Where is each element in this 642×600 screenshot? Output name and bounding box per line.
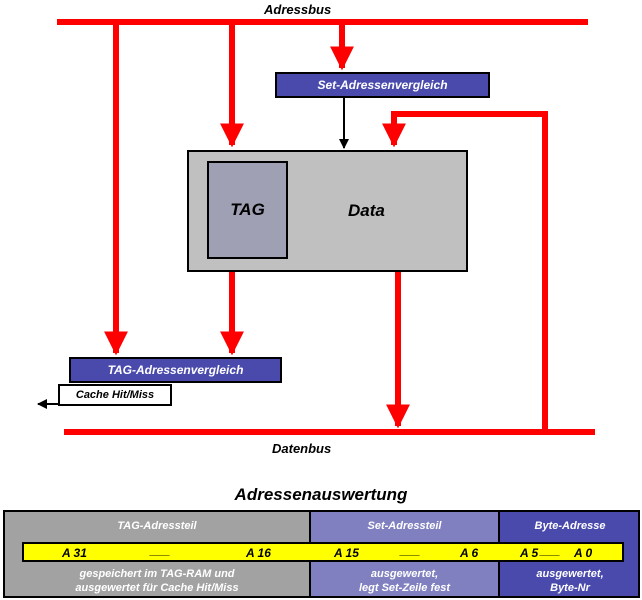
byte-desc-line1: ausgewertet, <box>536 568 604 580</box>
tag-box: TAG <box>207 161 288 259</box>
set-desc-line1: ausgewertet, <box>370 568 439 580</box>
bit-a15: A 15 <box>334 546 359 560</box>
byte-section-desc: ausgewertet, Byte-Nr <box>500 567 638 595</box>
cache-hit-miss-box: Cache Hit/Miss <box>58 384 172 406</box>
tag-label: TAG <box>230 200 265 219</box>
tag-section-desc: gespeichert im TAG-RAM und ausgewertet f… <box>5 567 309 595</box>
arrow-bus-to-data <box>382 111 548 432</box>
data-bus-label: Datenbus <box>272 441 332 456</box>
set-address-compare-label: Set-Adressenvergleich <box>317 78 448 92</box>
tag-desc-line1: gespeichert im TAG-RAM und <box>79 568 235 580</box>
bit-a31: A 31 <box>62 546 87 560</box>
data-label: Data <box>348 201 385 220</box>
bit-range-dash-set: ___ <box>400 543 421 557</box>
byte-section-head: Byte-Adresse <box>534 520 606 532</box>
set-section-desc: ausgewertet, legt Set-Zeile fest <box>311 567 498 595</box>
address-bus-label: Adressbus <box>264 2 332 17</box>
byte-desc-line2: Byte-Nr <box>550 582 590 594</box>
set-address-compare-box: Set-Adressenvergleich <box>275 72 490 98</box>
tag-address-compare-label: TAG-Adressenvergleich <box>107 363 244 377</box>
bit-a0: A 0 <box>574 546 593 560</box>
cache-hit-miss-label: Cache Hit/Miss <box>75 389 155 401</box>
address-bit-bar: A 31 ___ A 16 A 15 ___ A 6 A 5 ___ A 0 <box>22 542 624 562</box>
bit-a5: A 5 <box>520 546 539 560</box>
section-title: Adressenauswertung <box>234 485 408 504</box>
bit-a6: A 6 <box>460 546 479 560</box>
tag-section-head: TAG-Adressteil <box>117 520 197 532</box>
set-desc-line2: legt Set-Zeile fest <box>358 582 451 594</box>
bit-range-dash-tag: ___ <box>150 543 171 557</box>
bit-range-dash-byte: ___ <box>540 543 561 557</box>
tag-desc-line2: ausgewertet für Cache Hit/Miss <box>75 582 239 594</box>
address-breakdown-table: TAG-Adressteil gespeichert im TAG-RAM un… <box>3 510 640 598</box>
tag-address-compare-box: TAG-Adressenvergleich <box>69 357 282 383</box>
set-section-head: Set-Adressteil <box>367 520 442 532</box>
bit-a16: A 16 <box>246 546 271 560</box>
